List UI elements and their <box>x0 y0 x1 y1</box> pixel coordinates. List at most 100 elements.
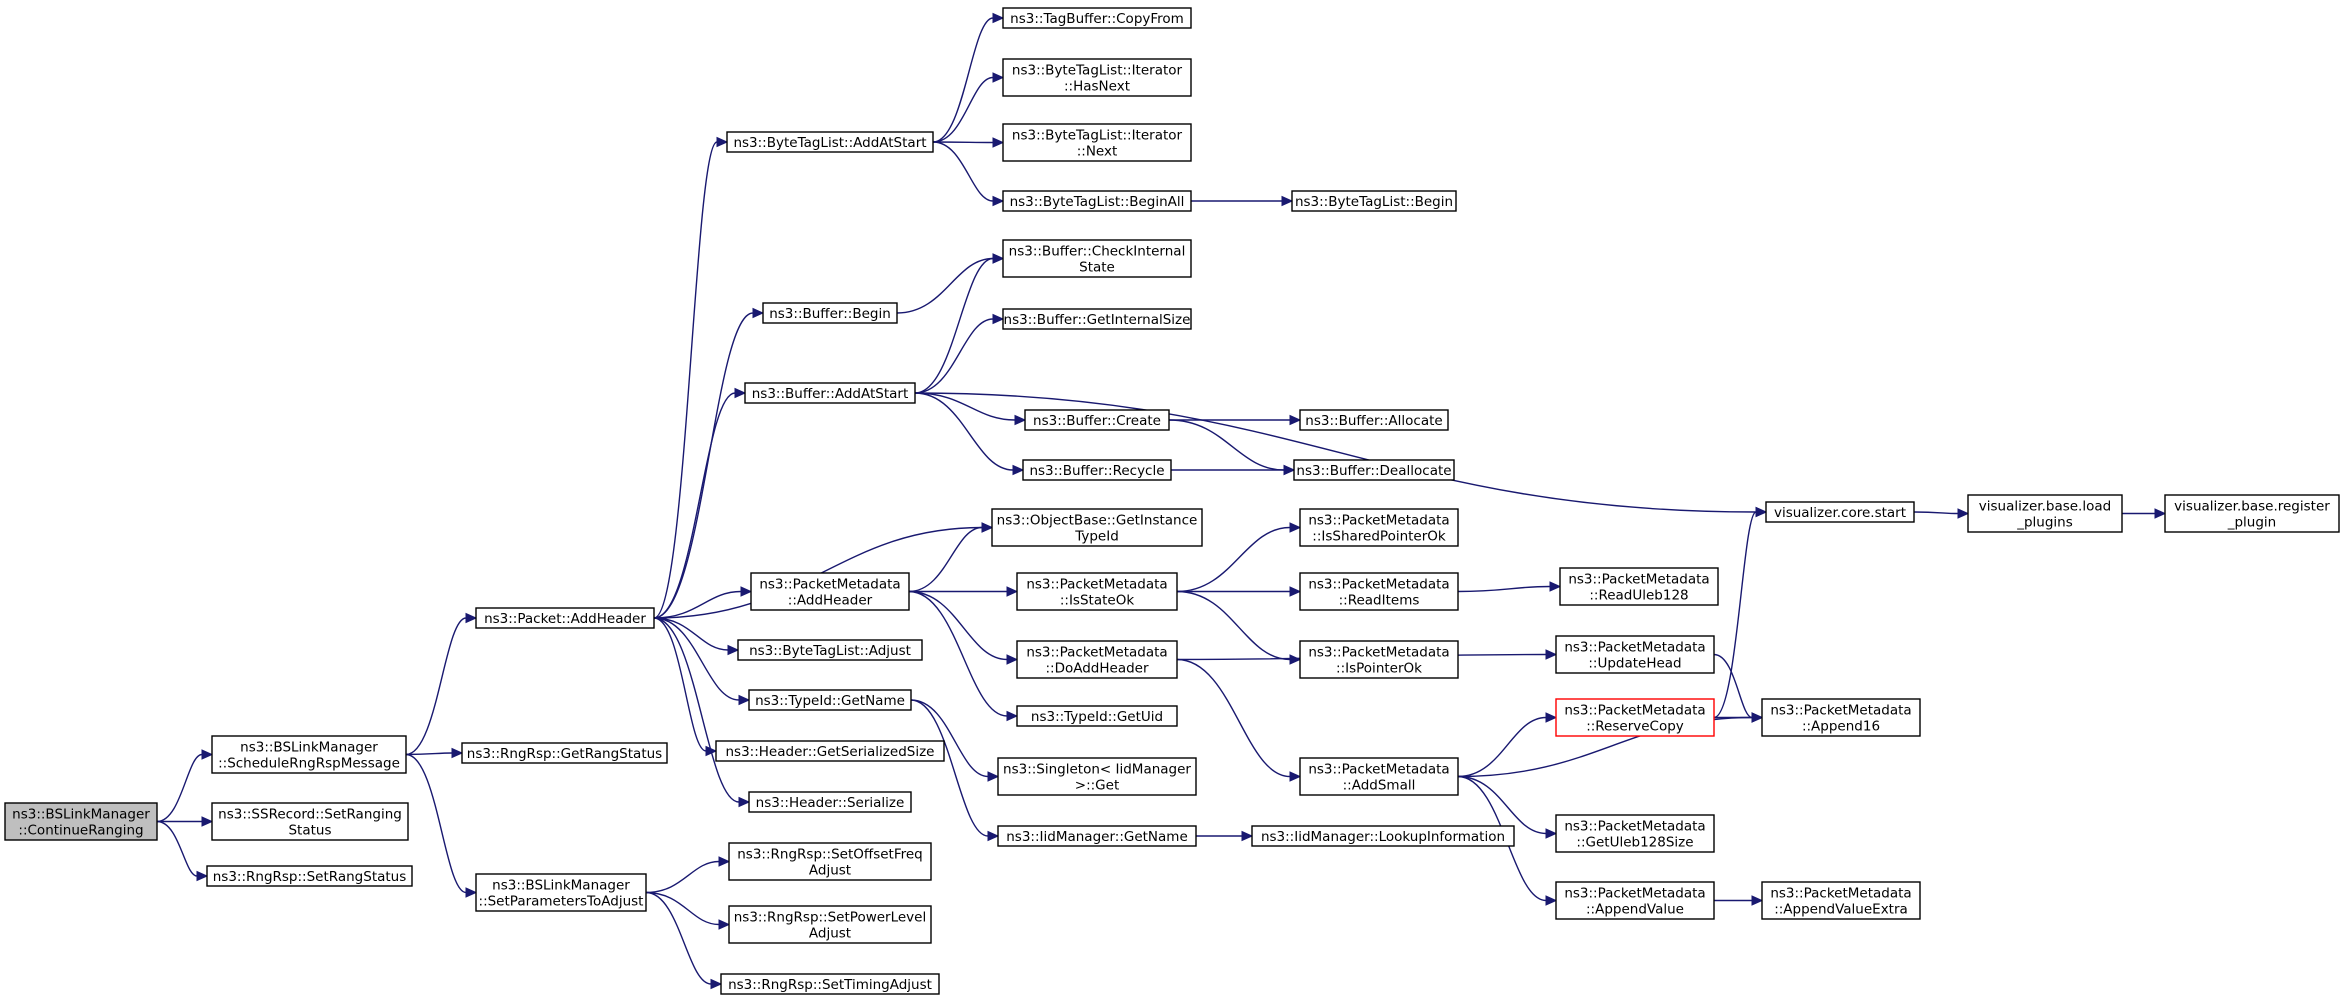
node-box <box>1555 881 1715 920</box>
edge-line <box>1457 716 1547 778</box>
node-n44[interactable]: ns3::PacketMetadata::UpdateHead <box>1555 635 1715 674</box>
node-n35[interactable]: ns3::Buffer::Deallocate <box>1293 459 1455 481</box>
node-n46[interactable]: ns3::PacketMetadata::Append16 <box>1761 698 1921 737</box>
edge-line <box>932 17 994 143</box>
node-n19[interactable]: ns3::TagBuffer::CopyFrom <box>1002 7 1192 29</box>
node-n40[interactable]: ns3::PacketMetadata::IsPointerOk <box>1299 640 1459 679</box>
edge-arrowhead <box>201 816 214 827</box>
edge-line <box>914 392 1014 471</box>
edge-line <box>1713 511 1757 719</box>
node-n12[interactable]: ns3::TypeId::GetName <box>748 689 912 711</box>
node-box <box>1555 814 1715 853</box>
node-n1[interactable]: ns3::BSLinkManager::ScheduleRngRspMessag… <box>211 735 407 774</box>
node-n33[interactable]: ns3::ByteTagList::Begin <box>1291 190 1457 212</box>
edge-n28-to-n40 <box>1176 590 1302 665</box>
node-n0[interactable]: ns3::BSLinkManager::ContinueRanging <box>4 802 158 841</box>
node-label: ns3::Buffer::Deallocate <box>1296 463 1451 479</box>
node-n41[interactable]: ns3::PacketMetadata::ReadUleb128 <box>1559 567 1719 606</box>
node-n34[interactable]: ns3::Buffer::Allocate <box>1299 409 1449 431</box>
node-box <box>1761 698 1921 737</box>
node-n48[interactable]: ns3::PacketMetadata::AppendValue <box>1555 881 1715 920</box>
node-n25[interactable]: ns3::Buffer::Create <box>1024 409 1170 431</box>
edge-arrowhead <box>1751 895 1764 906</box>
node-n42[interactable]: ns3::PacketMetadata::AddSmall <box>1299 757 1459 796</box>
node-label: ns3::ByteTagList::Adjust <box>749 643 911 659</box>
node-n4[interactable]: ns3::Packet::AddHeader <box>475 607 655 629</box>
edge-n10-to-n30 <box>908 590 1019 722</box>
node-box <box>762 302 898 324</box>
node-label: ns3::PacketMetadata <box>1564 703 1705 719</box>
node-n37[interactable]: visualizer.base.register_plugin <box>2164 494 2340 533</box>
node-box <box>748 791 912 813</box>
node-n7[interactable]: ns3::ByteTagList::AddAtStart <box>726 131 934 153</box>
node-n36[interactable]: visualizer.base.load_plugins <box>1967 494 2123 533</box>
node-label: ns3::IidManager::LookupInformation <box>1261 829 1505 845</box>
edge-n10-to-n15 <box>908 522 994 593</box>
node-label: ns3::Buffer::Recycle <box>1029 463 1164 479</box>
node-n3[interactable]: ns3::RngRsp::SetRangStatus <box>206 865 413 887</box>
node-n6[interactable]: ns3::BSLinkManager::SetParametersToAdjus… <box>475 873 647 912</box>
node-box <box>1299 640 1459 679</box>
node-label: ns3::Singleton< IidManager <box>1003 762 1191 778</box>
node-box <box>728 842 932 881</box>
node-n8[interactable]: ns3::Buffer::Begin <box>762 302 898 324</box>
node-label: ns3::PacketMetadata <box>1026 577 1167 593</box>
node-n49[interactable]: ns3::PacketMetadata::AppendValueExtra <box>1761 881 1921 920</box>
node-label: ns3::PacketMetadata <box>1564 640 1705 656</box>
node-n9[interactable]: ns3::Buffer::AddAtStart <box>744 382 916 404</box>
edge-line <box>653 617 740 701</box>
node-n24[interactable]: ns3::Buffer::GetInternalSize <box>1002 308 1192 330</box>
edge-line <box>910 699 989 778</box>
edge-line <box>645 860 720 894</box>
node-n11[interactable]: ns3::ByteTagList::Adjust <box>737 639 923 661</box>
node-n14[interactable]: ns3::Header::Serialize <box>748 791 912 813</box>
node-box <box>211 735 407 774</box>
edge-arrowhead <box>1014 414 1027 426</box>
edge-arrowhead <box>1755 506 1768 518</box>
node-n21[interactable]: ns3::ByteTagList::Iterator::Next <box>1002 123 1192 162</box>
node-n13[interactable]: ns3::Header::GetSerializedSize <box>715 740 945 762</box>
node-n38[interactable]: ns3::PacketMetadata::IsSharedPointerOk <box>1299 508 1459 547</box>
node-box <box>1555 635 1715 674</box>
node-n20[interactable]: ns3::ByteTagList::Iterator::HasNext <box>1002 58 1192 97</box>
edge-n4-to-n9 <box>653 387 747 619</box>
node-n32[interactable]: ns3::IidManager::GetName <box>997 825 1197 847</box>
node-n5[interactable]: ns3::RngRsp::GetRangStatus <box>461 742 668 764</box>
node-box <box>1016 572 1178 611</box>
edge-line <box>1176 658 1291 778</box>
node-n22[interactable]: ns3::ByteTagList::BeginAll <box>1002 190 1192 212</box>
node-n30[interactable]: ns3::TypeId::GetUid <box>1016 705 1178 727</box>
node-n26[interactable]: ns3::Buffer::Recycle <box>1022 459 1172 481</box>
node-n18[interactable]: ns3::RngRsp::SetTimingAdjust <box>720 973 940 995</box>
node-n43[interactable]: ns3::IidManager::LookupInformation <box>1251 825 1515 847</box>
edge-n7-to-n21 <box>932 137 1005 148</box>
edge-arrowhead <box>451 747 464 759</box>
node-label: ns3::RngRsp::SetOffsetFreq <box>737 847 923 863</box>
node-box <box>720 973 940 995</box>
node-label: ::DoAddHeader <box>1045 661 1148 677</box>
node-n28[interactable]: ns3::PacketMetadata::IsStateOk <box>1016 572 1178 611</box>
edge-n45-to-n27 <box>1713 506 1768 719</box>
node-label: ns3::TypeId::GetUid <box>1031 709 1163 725</box>
node-label: ns3::ByteTagList::Begin <box>1295 194 1453 210</box>
node-n45[interactable]: ns3::PacketMetadata::ReserveCopy <box>1555 698 1715 737</box>
node-n39[interactable]: ns3::PacketMetadata::ReadItems <box>1299 572 1459 611</box>
node-label: Adjust <box>809 926 851 942</box>
node-n27[interactable]: visualizer.core.start <box>1765 501 1915 523</box>
node-label: ns3::PacketMetadata <box>1564 886 1705 902</box>
edge-n28-to-n38 <box>1176 522 1302 593</box>
node-n47[interactable]: ns3::PacketMetadata::GetUleb128Size <box>1555 814 1715 853</box>
node-label: ns3::BSLinkManager <box>240 740 378 756</box>
edge-n42-to-n45 <box>1457 712 1558 778</box>
edge-n32-to-n43 <box>1196 830 1254 842</box>
node-n10[interactable]: ns3::PacketMetadata::AddHeader <box>750 572 910 611</box>
node-n31[interactable]: ns3::Singleton< IidManager>::Get <box>997 757 1197 796</box>
edge-n10-to-n28 <box>909 586 1019 597</box>
node-box <box>206 865 413 887</box>
node-n29[interactable]: ns3::PacketMetadata::DoAddHeader <box>1016 640 1178 679</box>
